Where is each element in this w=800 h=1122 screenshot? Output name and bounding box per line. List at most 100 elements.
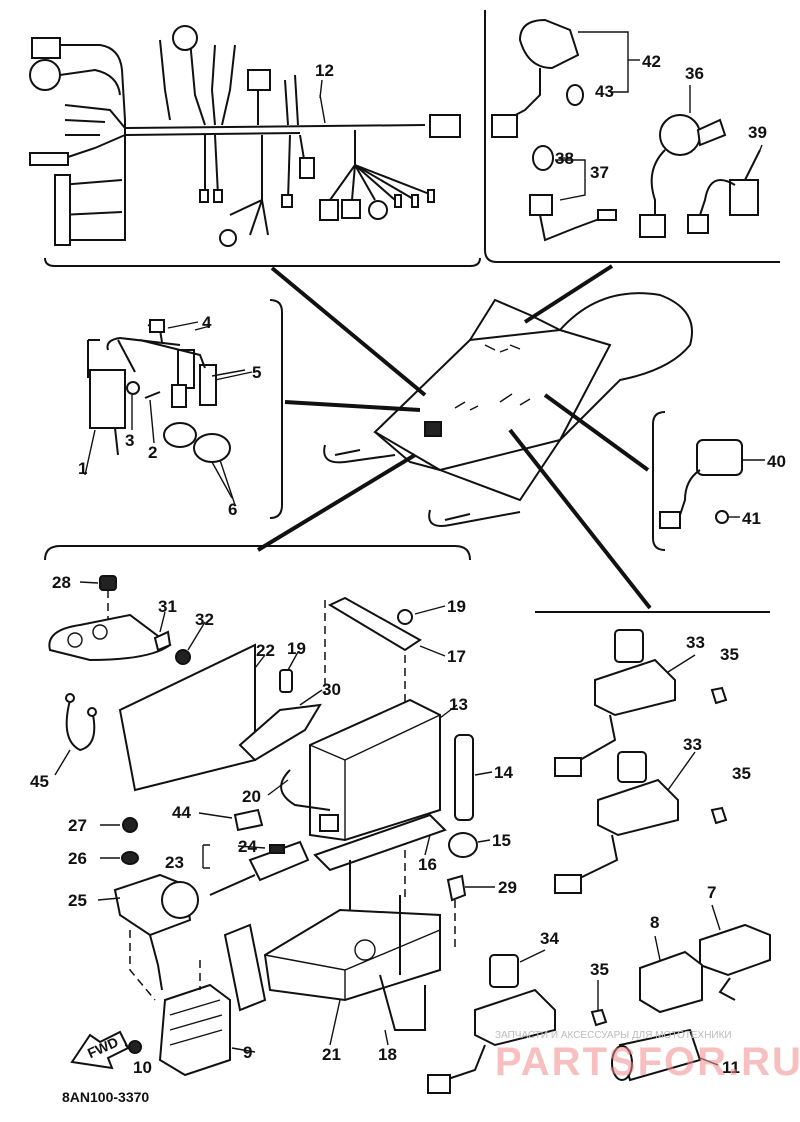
part-label-3: 3 xyxy=(125,431,134,450)
part-label-44: 44 xyxy=(172,803,191,822)
part-label-20: 20 xyxy=(242,787,261,806)
base-bracket xyxy=(263,908,441,1002)
cdi-plate xyxy=(313,813,447,872)
screw xyxy=(590,1008,608,1027)
part-label-8: 8 xyxy=(650,913,659,932)
diode-terminal xyxy=(614,629,644,663)
switch-parts xyxy=(491,18,763,242)
harness-connector xyxy=(247,69,271,91)
electrical-box-parts xyxy=(48,575,478,1077)
rubber-cap xyxy=(448,832,478,858)
part-label-28: 28 xyxy=(52,573,71,592)
part-label-19-a: 19 xyxy=(287,639,306,658)
part-label-32: 32 xyxy=(195,610,214,629)
part-label-23: 23 xyxy=(165,853,184,872)
part-label-33-a: 33 xyxy=(686,633,705,652)
ignition-parts xyxy=(87,319,246,499)
harness-round-connector xyxy=(368,200,388,220)
nut xyxy=(122,817,138,833)
ignition-clamp xyxy=(149,319,165,333)
handlebar-switch xyxy=(518,18,580,70)
diode-connector xyxy=(554,874,582,894)
part-label-4: 4 xyxy=(202,313,212,332)
part-label-39: 39 xyxy=(748,123,767,142)
part-label-13: 13 xyxy=(449,695,468,714)
pilot-lamp-bulb xyxy=(532,145,554,171)
toggle-switch-connector xyxy=(687,214,709,234)
part-label-7: 7 xyxy=(707,883,716,902)
harness-terminal xyxy=(281,194,293,208)
part-label-42: 42 xyxy=(642,52,661,71)
part-label-11: 11 xyxy=(722,1058,740,1077)
part-label-9: 9 xyxy=(243,1043,252,1062)
diode-connector xyxy=(554,757,582,777)
nut xyxy=(397,609,413,625)
starter-relay-connector xyxy=(659,511,681,529)
rubber-tube xyxy=(454,734,474,821)
wire-harness xyxy=(29,25,461,247)
leader-lines xyxy=(256,264,652,610)
diode-terminal xyxy=(489,954,519,988)
cdi-unit xyxy=(309,698,441,842)
part-label-16: 16 xyxy=(418,855,437,874)
part-label-12: 12 xyxy=(315,61,334,80)
label xyxy=(233,808,264,832)
part-label-22: 22 xyxy=(256,641,275,660)
harness-connector xyxy=(341,199,361,219)
part-label-26: 26 xyxy=(68,849,87,868)
diode-connector xyxy=(427,1074,451,1094)
part-label-24: 24 xyxy=(238,837,257,856)
diode-assembly-upper xyxy=(594,658,676,717)
diode-assembly-middle xyxy=(597,778,679,837)
side-bracket xyxy=(223,923,267,1012)
rectifier-face xyxy=(161,881,199,919)
ignition-coil xyxy=(89,369,126,429)
handlebar-switch-connector xyxy=(491,114,518,138)
part-label-2: 2 xyxy=(148,443,157,462)
electrical-box-group-bracket xyxy=(44,545,471,561)
main-switch-connector xyxy=(639,214,666,238)
harness-round-connector xyxy=(219,229,237,247)
part-label-41: 41 xyxy=(742,509,761,528)
harness-terminal xyxy=(394,194,402,208)
spark-plug-boot xyxy=(193,433,231,463)
main-key xyxy=(696,118,727,147)
nut xyxy=(121,851,139,865)
callout-lines xyxy=(54,79,721,1066)
part-label-43: 43 xyxy=(595,82,614,101)
rectifier-parts xyxy=(427,629,771,1094)
coupler-cover xyxy=(699,923,771,977)
cover-plate xyxy=(118,643,256,792)
part-label-34: 34 xyxy=(540,929,559,948)
pilot-lamp-terminal xyxy=(597,209,617,221)
document-code: 8AN100-3370 xyxy=(62,1089,149,1105)
part-label-38: 38 xyxy=(555,149,574,168)
starter-relay-parts xyxy=(659,439,765,529)
spark-plug-cap xyxy=(171,384,187,408)
part-label-21: 21 xyxy=(322,1045,341,1064)
fuse-holder xyxy=(279,669,293,693)
switch-group-bracket xyxy=(484,10,780,263)
starter-relay-group-bracket xyxy=(652,411,666,551)
part-label-6: 6 xyxy=(228,500,237,519)
harness-terminal xyxy=(199,189,209,203)
indicator-bulb xyxy=(566,84,584,106)
upper-bracket xyxy=(48,613,172,662)
voltage-regulator xyxy=(158,983,231,1077)
washer xyxy=(175,649,191,665)
part-label-5: 5 xyxy=(252,363,261,382)
part-label-35-b: 35 xyxy=(732,764,751,783)
grommet xyxy=(99,575,117,591)
harness-connector xyxy=(31,37,61,59)
harness-terminal xyxy=(411,194,419,208)
fuse xyxy=(269,844,285,854)
toggle-switch xyxy=(729,179,759,216)
screw xyxy=(710,806,728,825)
harness-connector xyxy=(29,152,69,166)
harness-connector xyxy=(299,157,315,179)
part-label-27: 27 xyxy=(68,816,87,835)
ignition-group-bracket xyxy=(269,299,283,519)
nut xyxy=(128,1040,142,1054)
starter-relay xyxy=(696,439,743,476)
